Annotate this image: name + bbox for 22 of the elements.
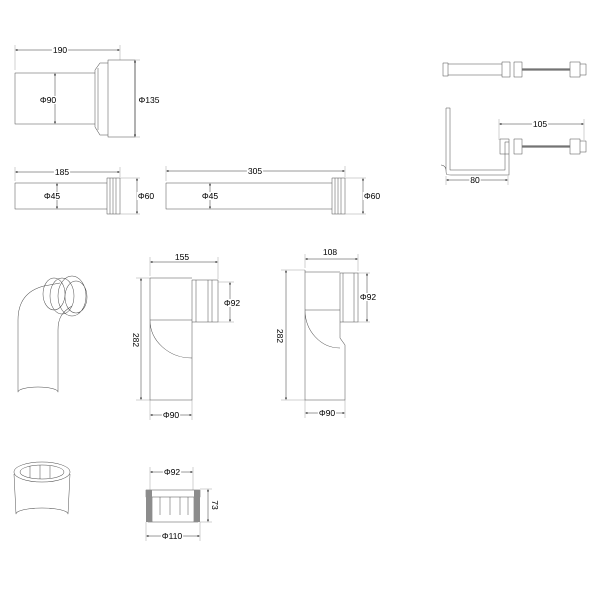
dimension-label: Φ45 xyxy=(42,192,62,200)
dimension-label: 282 xyxy=(132,332,140,348)
dimension-label: 73 xyxy=(211,499,220,511)
dimension-label: 282 xyxy=(276,328,284,344)
dimension-label: Φ60 xyxy=(136,192,156,200)
dimension-label: 155 xyxy=(174,253,190,261)
dimension-label: 190 xyxy=(52,46,68,54)
dimension-label: Φ90 xyxy=(162,411,180,420)
dimension-label: Φ90 xyxy=(38,96,58,104)
dimension-label: 305 xyxy=(246,167,264,176)
dimension-label: 105 xyxy=(532,120,548,128)
dimension-label: Φ60 xyxy=(362,192,382,200)
dimension-label: Φ110 xyxy=(160,532,184,540)
dimension-label: Φ90 xyxy=(318,409,336,418)
dimension-label: 80 xyxy=(469,176,481,184)
dimension-label: Φ135 xyxy=(138,96,160,104)
dimension-label: Φ45 xyxy=(200,192,220,200)
dimension-label: Φ92 xyxy=(222,299,242,308)
dimension-label: Φ92 xyxy=(358,293,378,302)
dimension-label: 185 xyxy=(54,168,70,176)
dimension-label: 108 xyxy=(322,248,338,256)
dimension-label: Φ92 xyxy=(162,468,182,476)
